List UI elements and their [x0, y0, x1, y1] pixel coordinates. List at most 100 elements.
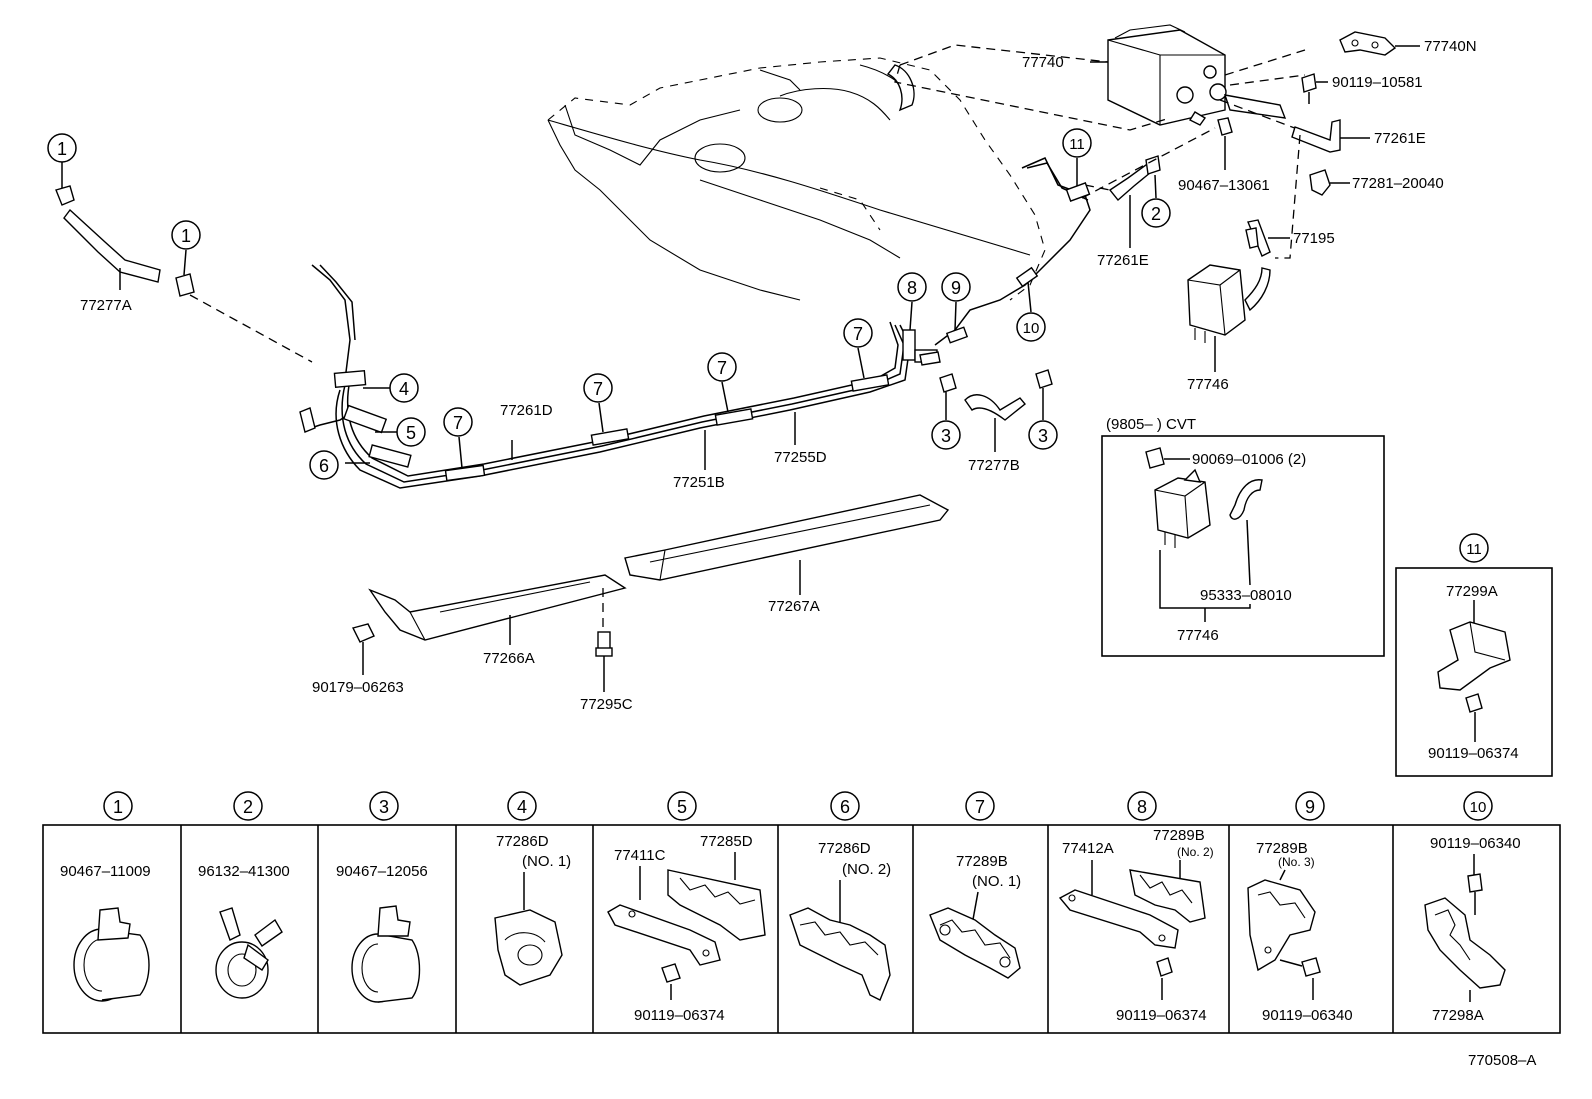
cvt-bolt-label: 90069–01006 (2): [1192, 451, 1306, 468]
vsv-77746: [1187, 264, 1271, 372]
clamp-3-drawing: [351, 905, 421, 1003]
label-90467-13061: 90467–13061: [1178, 177, 1270, 194]
clamp-1-drawing: [73, 907, 150, 1002]
clip-1-left: [175, 273, 195, 297]
vapor-line-right: [934, 157, 1091, 346]
protector-77267A: [624, 494, 950, 581]
callout-11: 11: [1062, 128, 1092, 186]
svg-text:5: 5: [677, 797, 687, 817]
cvt-detail-box: (9805– ) CVT 90069–01006 (2) 95333–08010…: [1101, 416, 1385, 657]
table-3-part: 90467–12056: [336, 863, 428, 880]
table-callout-4: 4: [507, 791, 537, 821]
callout-1-b: 1: [171, 220, 201, 276]
label-77277B: 77277B: [968, 457, 1020, 474]
table-callout-6: 6: [830, 791, 860, 821]
callout-7-c-label: 7: [717, 358, 727, 378]
label-77255D: 77255D: [774, 449, 827, 466]
callout-1-a: 1: [47, 133, 77, 188]
svg-text:1: 1: [113, 797, 123, 817]
clamp-11-bracket-label: 77299A: [1446, 583, 1498, 600]
figure-code: 770508–A: [1468, 1052, 1536, 1069]
hose-77277B: [964, 394, 1026, 452]
clamp-11-bolt-label: 90119–06374: [1428, 745, 1519, 762]
part-77195: [1245, 219, 1290, 257]
bracket-9-drawing: [1247, 879, 1321, 977]
svg-text:2: 2: [243, 797, 253, 817]
table-callout-9: 9: [1295, 791, 1325, 821]
table-callout-7: 7: [965, 791, 995, 821]
label-77266A: 77266A: [483, 650, 535, 667]
bolt-90119-10581: [1301, 73, 1328, 104]
table-callout-5: 5: [667, 791, 697, 821]
label-77746: 77746: [1187, 376, 1229, 393]
svg-text:6: 6: [840, 797, 850, 817]
pin-77295C: [595, 631, 613, 692]
table-callout-3: 3: [369, 791, 399, 821]
hose-77277A: [55, 185, 161, 283]
cvt-hose-label: 95333–08010: [1200, 587, 1292, 604]
svg-text:4: 4: [517, 797, 527, 817]
cvt-vsv-label: 77746: [1177, 627, 1219, 644]
cvt-box-title: (9805– ) CVT: [1106, 416, 1196, 433]
callout-5: 5: [396, 417, 426, 447]
table-10-part-b: 77298A: [1432, 1007, 1484, 1024]
label-77251B: 77251B: [673, 474, 725, 491]
clamp-parts-table: 1 2 3 4 5 6 7 8 9 10 90467–11009 96132–4…: [42, 791, 1561, 1034]
callout-5-label: 5: [406, 423, 416, 443]
label-77261E-upper: 77261E: [1374, 130, 1426, 147]
callout-1-a-label: 1: [57, 139, 67, 159]
clamp-7-drawing: [929, 907, 1021, 979]
label-77281-20040: 77281–20040: [1352, 175, 1444, 192]
svg-text:7: 7: [975, 797, 985, 817]
table-8-part-c: 90119–06374: [1116, 1007, 1207, 1024]
callout-10-label: 10: [1023, 320, 1040, 337]
label-77295C: 77295C: [580, 696, 633, 713]
callout-7-b: 7: [583, 373, 613, 433]
table-callout-10: 10: [1463, 791, 1493, 821]
table-7-part: 77289B: [956, 853, 1008, 870]
callout-11-label: 11: [1069, 136, 1085, 153]
table-9-part: 77289B: [1256, 840, 1308, 857]
clip-3-a: [939, 373, 957, 393]
callout-9-label: 9: [951, 278, 961, 298]
bracket-77740N: [1339, 31, 1420, 56]
svg-text:3: 3: [379, 797, 389, 817]
callout-3-b: 3: [1028, 388, 1058, 450]
bracket-8-drawing: [1058, 869, 1206, 977]
table-2-part: 96132–41300: [198, 863, 290, 880]
callout-4-label: 4: [399, 379, 409, 399]
label-90179-06263: 90179–06263: [312, 679, 404, 696]
clamp-11-detail-box: 11 77299A 90119–06374: [1395, 533, 1553, 777]
clamp-10-drawing: [1424, 873, 1506, 989]
table-1-part: 90467–11009: [60, 863, 151, 880]
label-77261E-lower: 77261E: [1097, 252, 1149, 269]
clamp-6-drawing: [789, 907, 891, 1001]
label-77267A: 77267A: [768, 598, 820, 615]
label-77277A: 77277A: [80, 297, 132, 314]
hose-77261E-upper: [1291, 119, 1370, 153]
clip-2-drawing: [215, 907, 283, 999]
callout-10: 10: [1016, 281, 1046, 342]
svg-text:9: 9: [1305, 797, 1315, 817]
table-callout-8: 8: [1127, 791, 1157, 821]
table-8-sub: (No. 2): [1177, 845, 1214, 859]
label-77740: 77740: [1022, 54, 1064, 71]
svg-text:10: 10: [1470, 799, 1487, 816]
table-9-sub: (No. 3): [1278, 855, 1315, 869]
clip-77281-20040: [1309, 169, 1350, 196]
clamp-4-drawing: [494, 909, 563, 986]
hose-77261E-lower: [1108, 155, 1161, 248]
table-6-sub: (NO. 2): [842, 861, 891, 878]
callout-2-label: 2: [1151, 204, 1161, 224]
table-9-part-b: 90119–06340: [1262, 1007, 1353, 1024]
table-5-part-a: 77411C: [614, 847, 666, 864]
callout-9: 9: [941, 272, 971, 331]
callout-3-a: 3: [931, 392, 961, 450]
table-7-sub: (NO. 1): [972, 873, 1021, 890]
label-90119-10581: 90119–10581: [1332, 74, 1423, 91]
clamp-11-callout: 11: [1466, 541, 1482, 558]
callout-6-label: 6: [319, 456, 329, 476]
table-5-part-c: 90119–06374: [634, 1007, 725, 1024]
callout-7-d-label: 7: [853, 324, 863, 344]
